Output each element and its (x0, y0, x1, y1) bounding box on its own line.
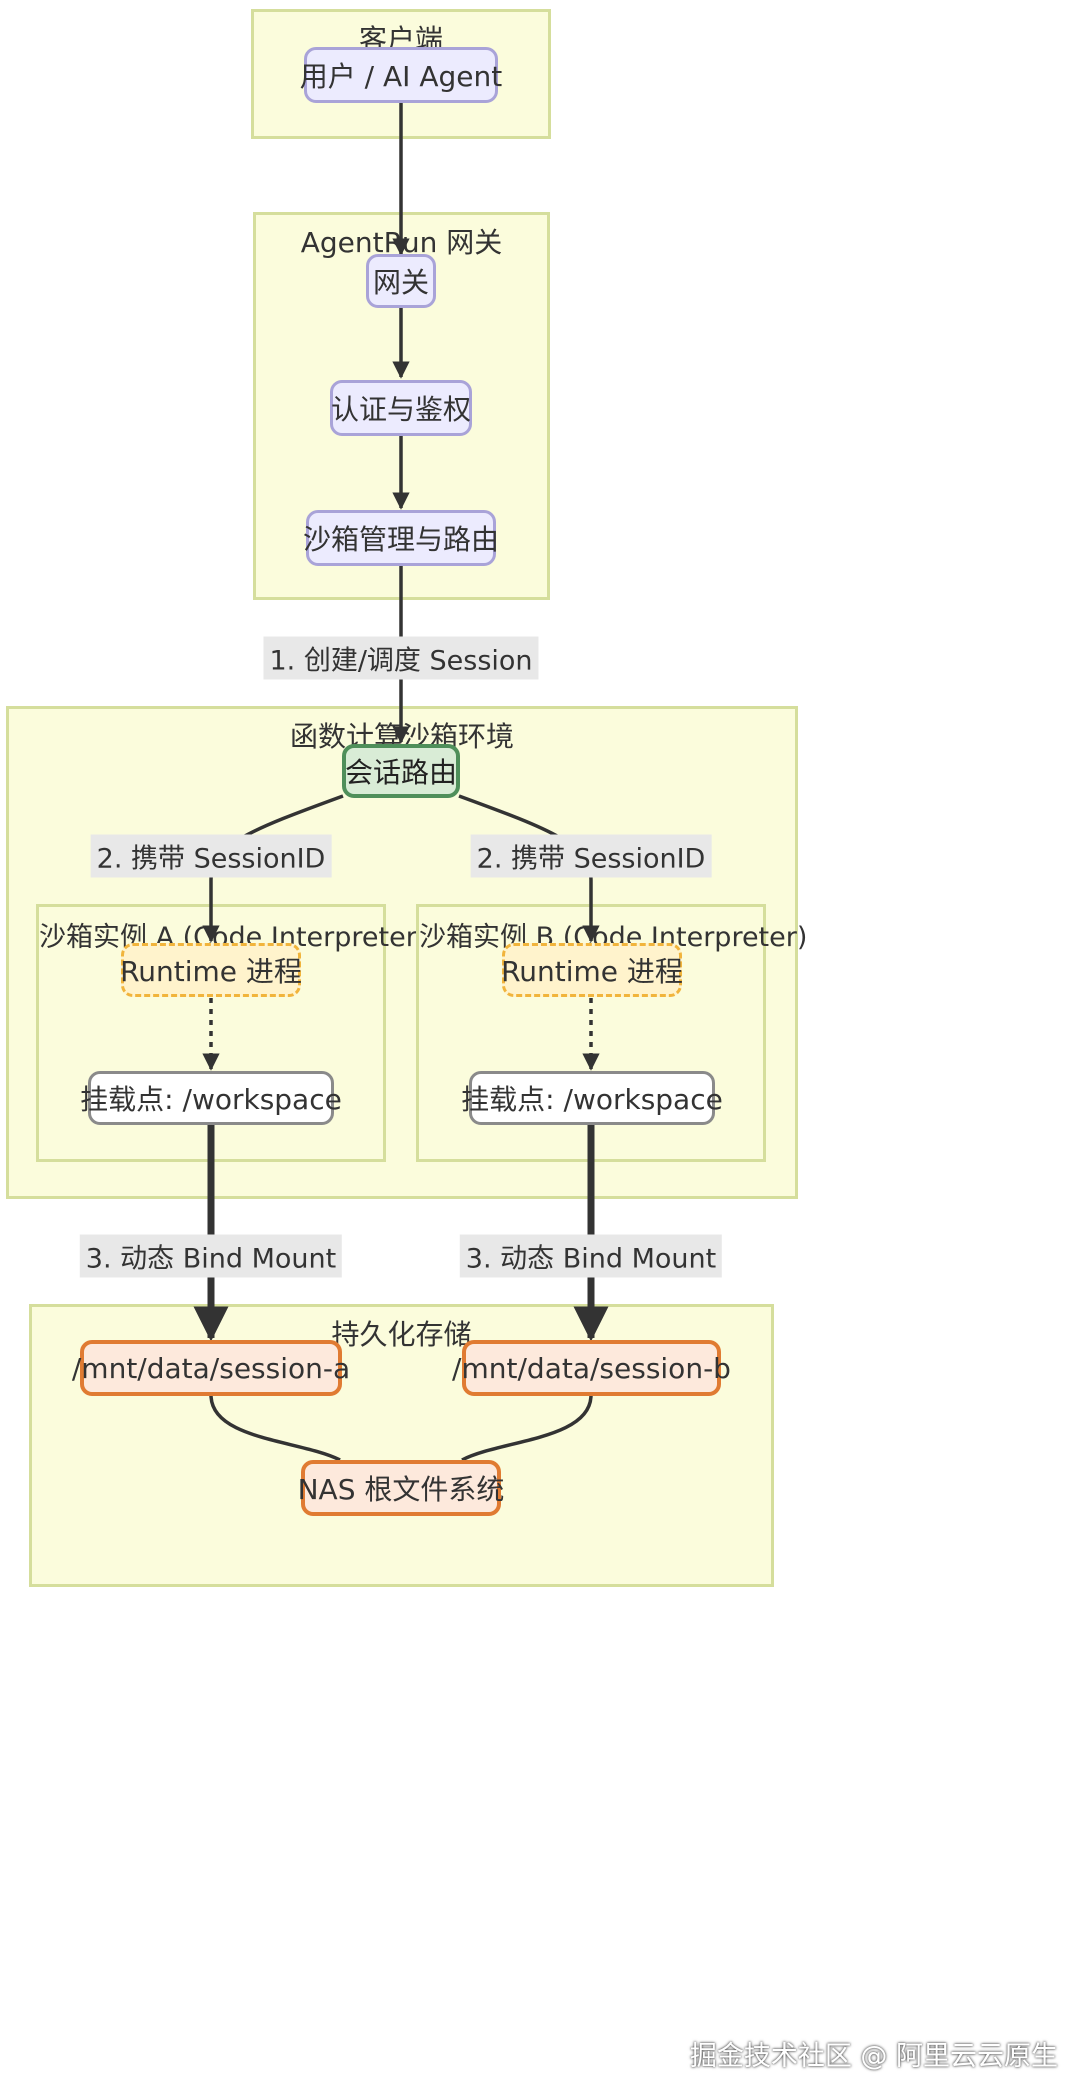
edge-label-create-session: 1. 创建/调度 Session (263, 636, 539, 680)
node-auth: 认证与鉴权 (330, 380, 472, 436)
node-runtime-b: Runtime 进程 (501, 943, 683, 997)
node-session-router: 会话路由 (342, 744, 460, 798)
node-runtime-a: Runtime 进程 (120, 943, 302, 997)
node-mount-b: 挂载点: /workspace (461, 1071, 723, 1125)
watermark: 掘金技术社区 @ 阿里云云原生 (689, 2041, 1058, 2072)
edge-data-b-nas (461, 1394, 593, 1462)
edge-data-a-nas (209, 1394, 341, 1462)
node-user-agent: 用户 / AI Agent (300, 47, 502, 103)
edge-label-bind-mount-b: 3. 动态 Bind Mount (459, 1234, 723, 1278)
edge-label-carry-sessionid-b: 2. 携带 SessionID (470, 834, 712, 878)
node-mount-a: 挂载点: /workspace (80, 1071, 342, 1125)
node-sandbox-routing: 沙箱管理与路由 (303, 510, 499, 566)
node-data-session-b: /mnt/data/session-b (452, 1340, 731, 1396)
node-nas-root: NAS 根文件系统 (298, 1460, 504, 1516)
node-data-session-a: /mnt/data/session-a (72, 1340, 350, 1396)
node-gateway: 网关 (366, 254, 436, 308)
edge-label-carry-sessionid-a: 2. 携带 SessionID (90, 834, 332, 878)
cluster-storage-title: 持久化存储 (331, 1318, 472, 1351)
edge-label-bind-mount-a: 3. 动态 Bind Mount (79, 1234, 343, 1278)
